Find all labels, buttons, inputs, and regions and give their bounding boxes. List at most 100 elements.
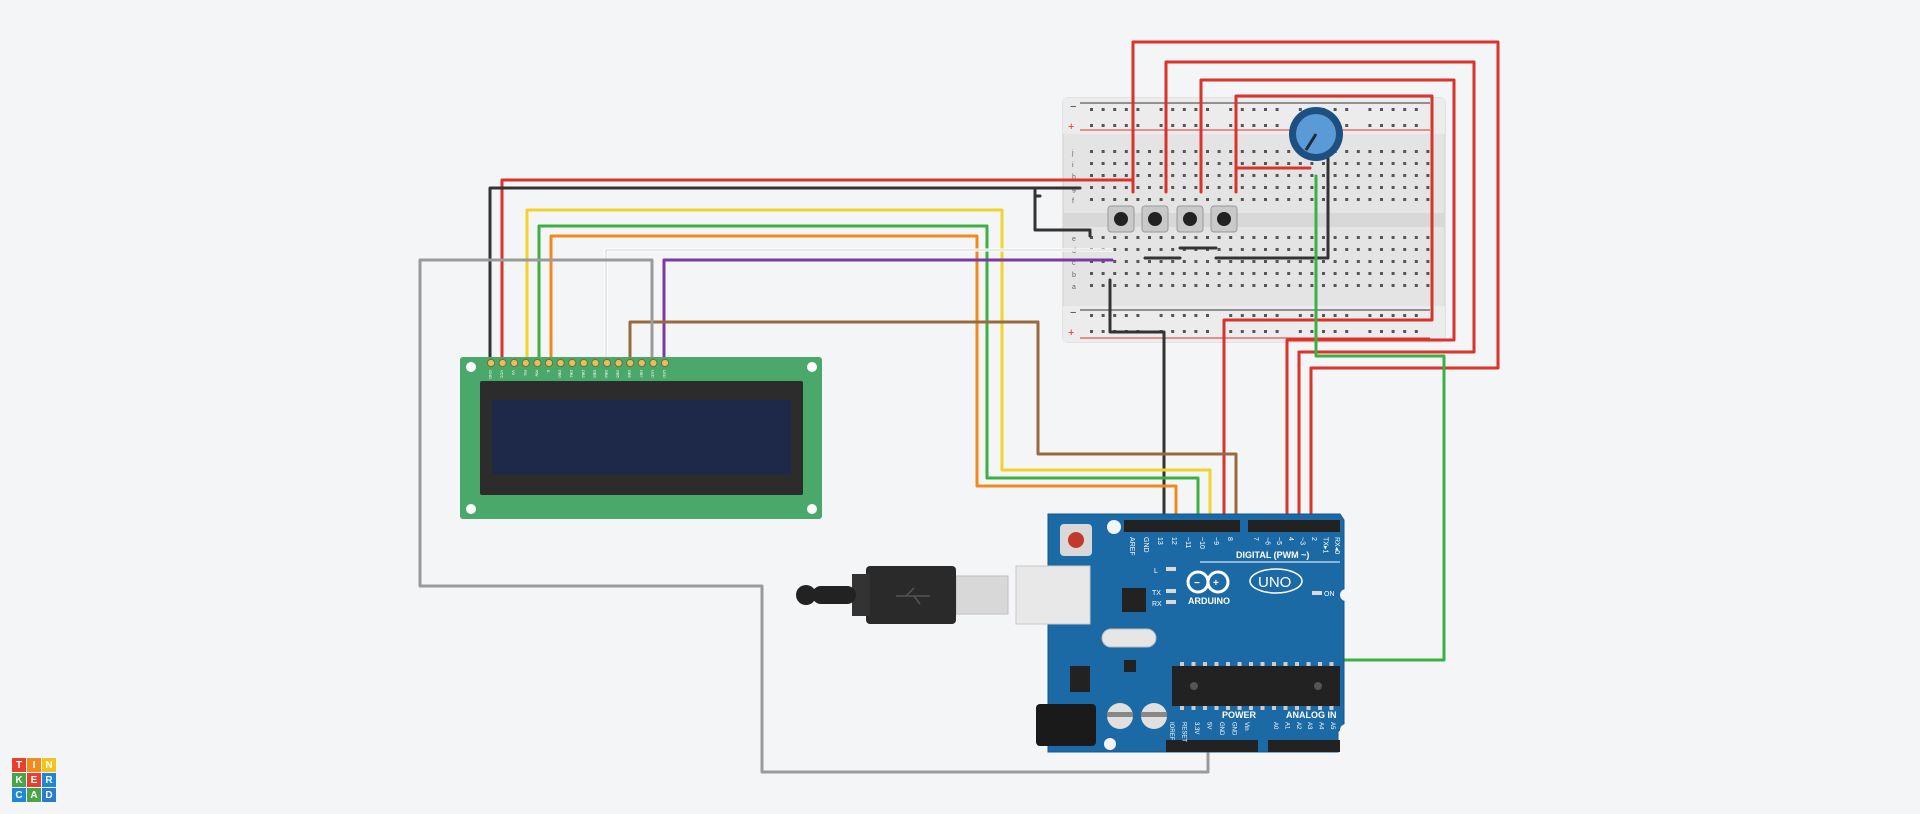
digital-pin-label: ~5 xyxy=(1275,537,1282,545)
digital-pin-label: ~11 xyxy=(1184,537,1191,548)
lcd-pin-label: LED xyxy=(650,370,655,378)
digital-pin-label: ~6 xyxy=(1264,537,1271,545)
potentiometer[interactable] xyxy=(1289,107,1343,161)
rail-minus-label: − xyxy=(1070,101,1076,113)
wire-red-1[interactable] xyxy=(1131,40,1500,530)
lcd-pin[interactable] xyxy=(591,358,600,368)
wire-purple[interactable] xyxy=(662,258,1114,362)
row-letter: h xyxy=(1072,174,1076,181)
led-tx-label: TX xyxy=(1152,590,1161,597)
lcd-pin[interactable] xyxy=(568,358,577,368)
usb-cable[interactable] xyxy=(796,565,1091,625)
usb-icon xyxy=(896,587,930,605)
wire-red-4[interactable] xyxy=(1222,94,1434,530)
power-pin-label: Vin xyxy=(1243,722,1249,731)
wire-gray[interactable] xyxy=(418,258,1210,774)
analog-pin-label: A3 xyxy=(1306,722,1312,730)
lcd-pin-label: RS xyxy=(523,370,528,376)
lcd-pin[interactable] xyxy=(579,358,588,368)
wire-orange[interactable] xyxy=(549,234,1178,530)
push-buttons[interactable] xyxy=(1107,205,1238,233)
lcd-pin[interactable] xyxy=(521,358,530,368)
lcd-pin[interactable] xyxy=(637,358,646,368)
capacitors xyxy=(1107,703,1167,729)
digital-pin-label: 8 xyxy=(1226,537,1233,541)
power-pin-label: RESET xyxy=(1181,722,1187,742)
wire-black-gnd[interactable] xyxy=(1108,278,1166,530)
lcd-pin[interactable] xyxy=(544,358,554,368)
power-pin-label: GND xyxy=(1231,722,1237,736)
push-button-1[interactable] xyxy=(1107,205,1135,233)
wires[interactable] xyxy=(418,40,1500,774)
rail-plus-label: + xyxy=(1068,121,1074,133)
logo-letter: K xyxy=(12,773,26,787)
wire-white[interactable] xyxy=(604,248,1114,362)
lcd-pin[interactable] xyxy=(626,358,635,368)
wire-yellow[interactable] xyxy=(525,208,1212,530)
row-letter: j xyxy=(1071,150,1074,157)
reset-button[interactable] xyxy=(1060,524,1092,556)
push-button-4[interactable] xyxy=(1210,205,1238,233)
lcd-pin[interactable] xyxy=(660,358,670,368)
lcd-pin-label: DB6 xyxy=(627,370,632,379)
push-button-2[interactable] xyxy=(1141,205,1169,233)
wire-red-3[interactable] xyxy=(1199,78,1456,530)
lcd-pin-label: VCC xyxy=(500,370,505,379)
row-letter: a xyxy=(1072,284,1076,291)
digital-pin-label: 13 xyxy=(1156,537,1163,545)
row-letter: f xyxy=(1072,198,1074,205)
lcd-pin-label: DB7 xyxy=(639,370,644,379)
digital-pin-label: 12 xyxy=(1170,537,1177,545)
wire-red-2[interactable] xyxy=(1164,60,1476,530)
digital-pin-label: ~3 xyxy=(1298,537,1305,545)
lcd-pin[interactable] xyxy=(614,358,623,368)
power-pin-label: 5V xyxy=(1206,722,1212,729)
digital-pin-label: GND xyxy=(1142,537,1149,553)
logo-letter: E xyxy=(27,773,41,787)
lcd-pin[interactable] xyxy=(556,358,565,368)
digital-pin-label: ~10 xyxy=(1198,537,1205,549)
wire-green[interactable] xyxy=(537,224,1200,530)
lcd-pin[interactable] xyxy=(498,358,507,368)
power-pin-label: GND xyxy=(1218,722,1224,736)
lcd-pin-label: LED xyxy=(662,370,667,378)
lcd-pin[interactable] xyxy=(533,358,542,368)
digital-pin-label: AREF xyxy=(1128,537,1135,556)
power-label: POWER xyxy=(1222,710,1257,720)
wire-white-outline xyxy=(605,249,1113,361)
power-jack[interactable] xyxy=(1036,704,1096,746)
row-letter: b xyxy=(1072,272,1076,279)
microcontroller-chip xyxy=(1172,662,1340,710)
analog-pin-label: A5 xyxy=(1329,722,1335,730)
wire-black-pot[interactable] xyxy=(1214,138,1330,260)
lcd-pin[interactable] xyxy=(602,358,612,368)
digital-pin-label: 4 xyxy=(1287,537,1294,541)
wire-black-lcd-gnd[interactable] xyxy=(488,186,1092,362)
arduino-model: UNO xyxy=(1258,574,1291,591)
lcd-pin-label: DB0 xyxy=(558,370,563,379)
analog-pin-label: A4 xyxy=(1318,722,1324,730)
lcd-pin[interactable] xyxy=(649,358,658,368)
lcd-pin[interactable] xyxy=(486,358,496,368)
push-button-3[interactable] xyxy=(1176,205,1204,233)
logo-letter: T xyxy=(12,758,26,772)
led-l-label: L xyxy=(1154,568,1158,575)
analog-pin-label: A0 xyxy=(1272,722,1278,730)
digital-pin-label: 2 xyxy=(1310,537,1317,541)
wire-red-lcd-vcc[interactable] xyxy=(500,178,1135,362)
analog-pin-label: A1 xyxy=(1283,722,1289,730)
logo-letter: R xyxy=(42,773,56,787)
logo-letter: C xyxy=(12,788,26,802)
lcd-pin[interactable] xyxy=(510,358,519,368)
rail-minus-label-bottom: − xyxy=(1070,307,1076,319)
led-on-label: ON xyxy=(1324,591,1335,598)
wire-brown[interactable] xyxy=(628,320,1238,530)
logo-letter: N xyxy=(42,758,56,772)
arduino-logo-icon: − + xyxy=(1186,570,1230,594)
lcd-pin-label: DB4 xyxy=(604,370,609,379)
